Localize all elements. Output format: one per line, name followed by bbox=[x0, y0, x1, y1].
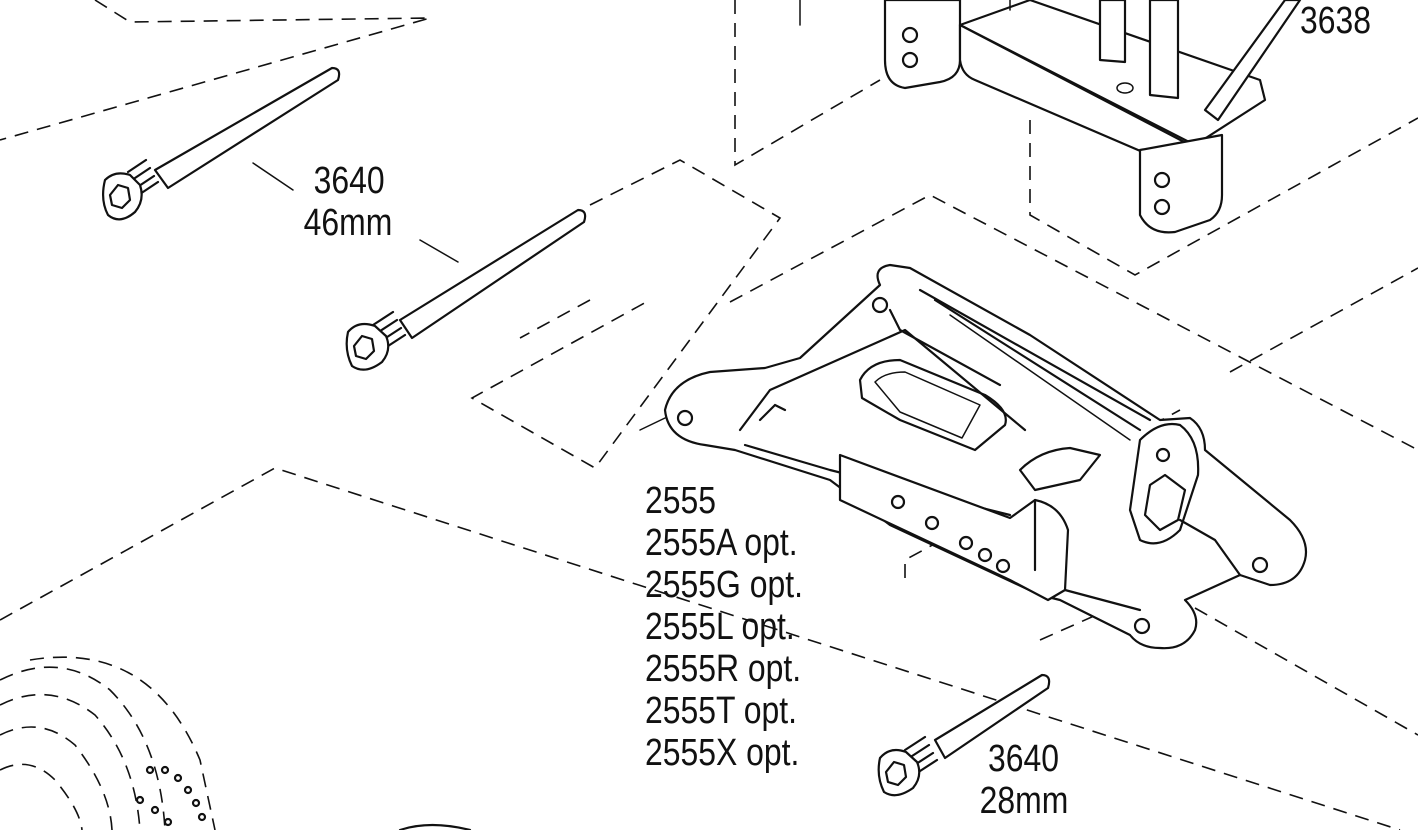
arm-part-line: 2555X opt. bbox=[645, 732, 800, 774]
screw-3640-46mm-top bbox=[101, 66, 341, 221]
callout-3638-part: 3638 bbox=[1300, 0, 1372, 42]
callout-3640-28mm-part: 3640 bbox=[988, 738, 1060, 780]
callout-3640-28mm: 3640 28mm bbox=[980, 738, 1069, 822]
arm-part-line: 2555G opt. bbox=[645, 564, 803, 606]
callout-3640-46mm-length: 46mm bbox=[303, 202, 393, 244]
callout-3640-46mm-part: 3640 bbox=[313, 160, 385, 202]
callout-3640-46mm: 3640 46mm bbox=[304, 160, 393, 244]
wheel bbox=[0, 656, 472, 830]
suspension-arm bbox=[663, 263, 1308, 650]
screw-3640-28mm bbox=[877, 673, 1051, 797]
callout-3638: 3638 bbox=[1300, 0, 1371, 42]
screw-3640-46mm-middle bbox=[345, 208, 587, 371]
leader-lines bbox=[252, 162, 666, 431]
arm-part-line: 2555L opt. bbox=[645, 606, 795, 648]
arm-part-line: 2555A opt. bbox=[645, 522, 798, 564]
arm-part-line: 2555 bbox=[645, 480, 717, 522]
arm-part-line: 2555T opt. bbox=[645, 690, 798, 732]
callout-2555-arm: 2555 2555A opt. 2555G opt. 2555L opt. 25… bbox=[645, 480, 803, 774]
arm-part-line: 2555R opt. bbox=[645, 648, 802, 690]
callout-3640-28mm-length: 28mm bbox=[979, 780, 1069, 822]
chassis-bulkhead bbox=[799, 0, 1302, 234]
